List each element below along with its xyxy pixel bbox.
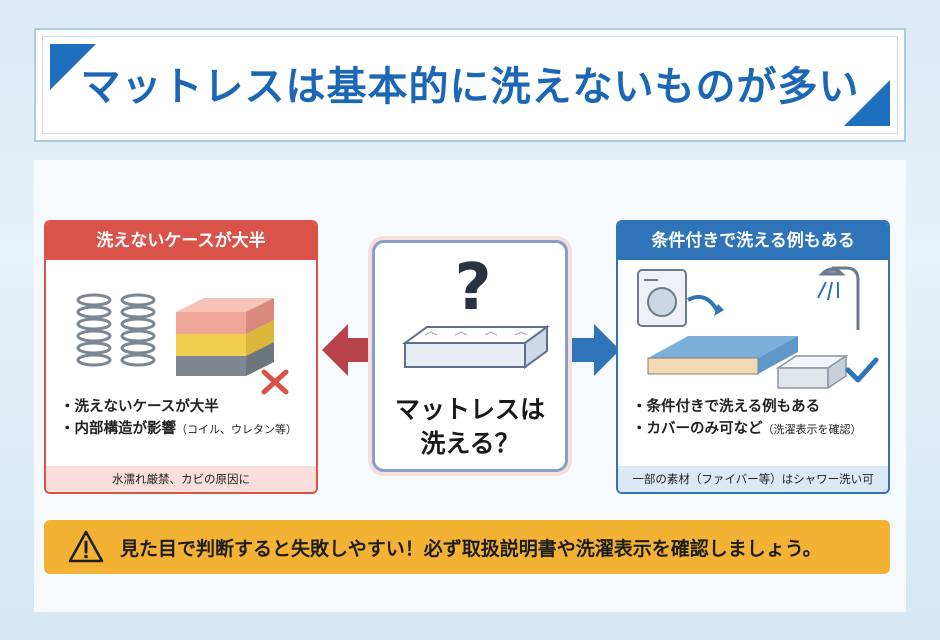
mattress-question-icon: ? (401, 251, 551, 369)
not-washable-card: 洗えないケースが大半 (44, 220, 318, 494)
warning-text: 見た目で判断すると失敗しやすい！必ず取扱説明書や洗濯表示を確認しましょう。 (120, 538, 822, 560)
check-icon (845, 357, 879, 383)
not-washable-bullets: ・洗えないケースが大半 ・内部構造が影響（コイル、ウレタン等） (46, 396, 316, 441)
shower-icon (818, 266, 860, 330)
corner-accent-top-left (50, 44, 96, 90)
question-card: ? マットレスは 洗える？ (372, 240, 568, 472)
mattress-layers-illustration (46, 260, 316, 396)
svg-text:?: ? (454, 251, 491, 325)
washable-card: 条件付きで洗える例もある (616, 220, 890, 494)
bullet-item: ・洗えないケースが大半 (60, 399, 219, 415)
bullet-item: ・条件付きで洗える例もある (632, 399, 821, 415)
mattress-cover-icon (647, 336, 798, 375)
washable-footer: 一部の素材（ファイバー等）はシャワー洗い可 (618, 466, 888, 492)
not-washable-heading: 洗えないケースが大半 (46, 222, 316, 260)
fiber-pad-icon (775, 354, 849, 390)
not-washable-footer: 水濡れ厳禁、カビの原因に (46, 466, 316, 492)
question-line-1: マットレスは (394, 395, 545, 424)
cross-icon (261, 369, 289, 395)
diagram-area: 洗えないケースが大半 (34, 160, 906, 612)
title-banner: マットレスは基本的に洗えないものが多い (34, 28, 906, 142)
question-line-2: 洗える？ (420, 429, 520, 458)
banner-frame (42, 36, 898, 134)
coil-springs-icon (76, 293, 289, 395)
bullet-item: ・内部構造が影響（コイル、ウレタン等） (60, 421, 297, 437)
washable-bullets: ・条件付きで洗える例もある ・カバーのみ可など（洗濯表示を確認） (618, 396, 888, 441)
washable-heading: 条件付きで洗える例もある (618, 222, 888, 260)
bullet-item: ・カバーのみ可など（洗濯表示を確認） (632, 421, 862, 437)
corner-accent-bottom-right (844, 80, 890, 126)
page-title: マットレスは基本的に洗えないものが多い (80, 64, 860, 110)
arrow-right-icon (572, 324, 620, 376)
washing-machine-icon (637, 269, 687, 327)
washing-illustration (618, 260, 888, 396)
washing-scene-icon (637, 266, 879, 390)
warning-icon (68, 530, 104, 563)
question-text: マットレスは 洗える？ (375, 393, 565, 461)
warning-banner: 見た目で判断すると失敗しやすい！必ず取扱説明書や洗濯表示を確認しましょう。 (44, 520, 890, 574)
arrow-left-icon (322, 324, 370, 376)
